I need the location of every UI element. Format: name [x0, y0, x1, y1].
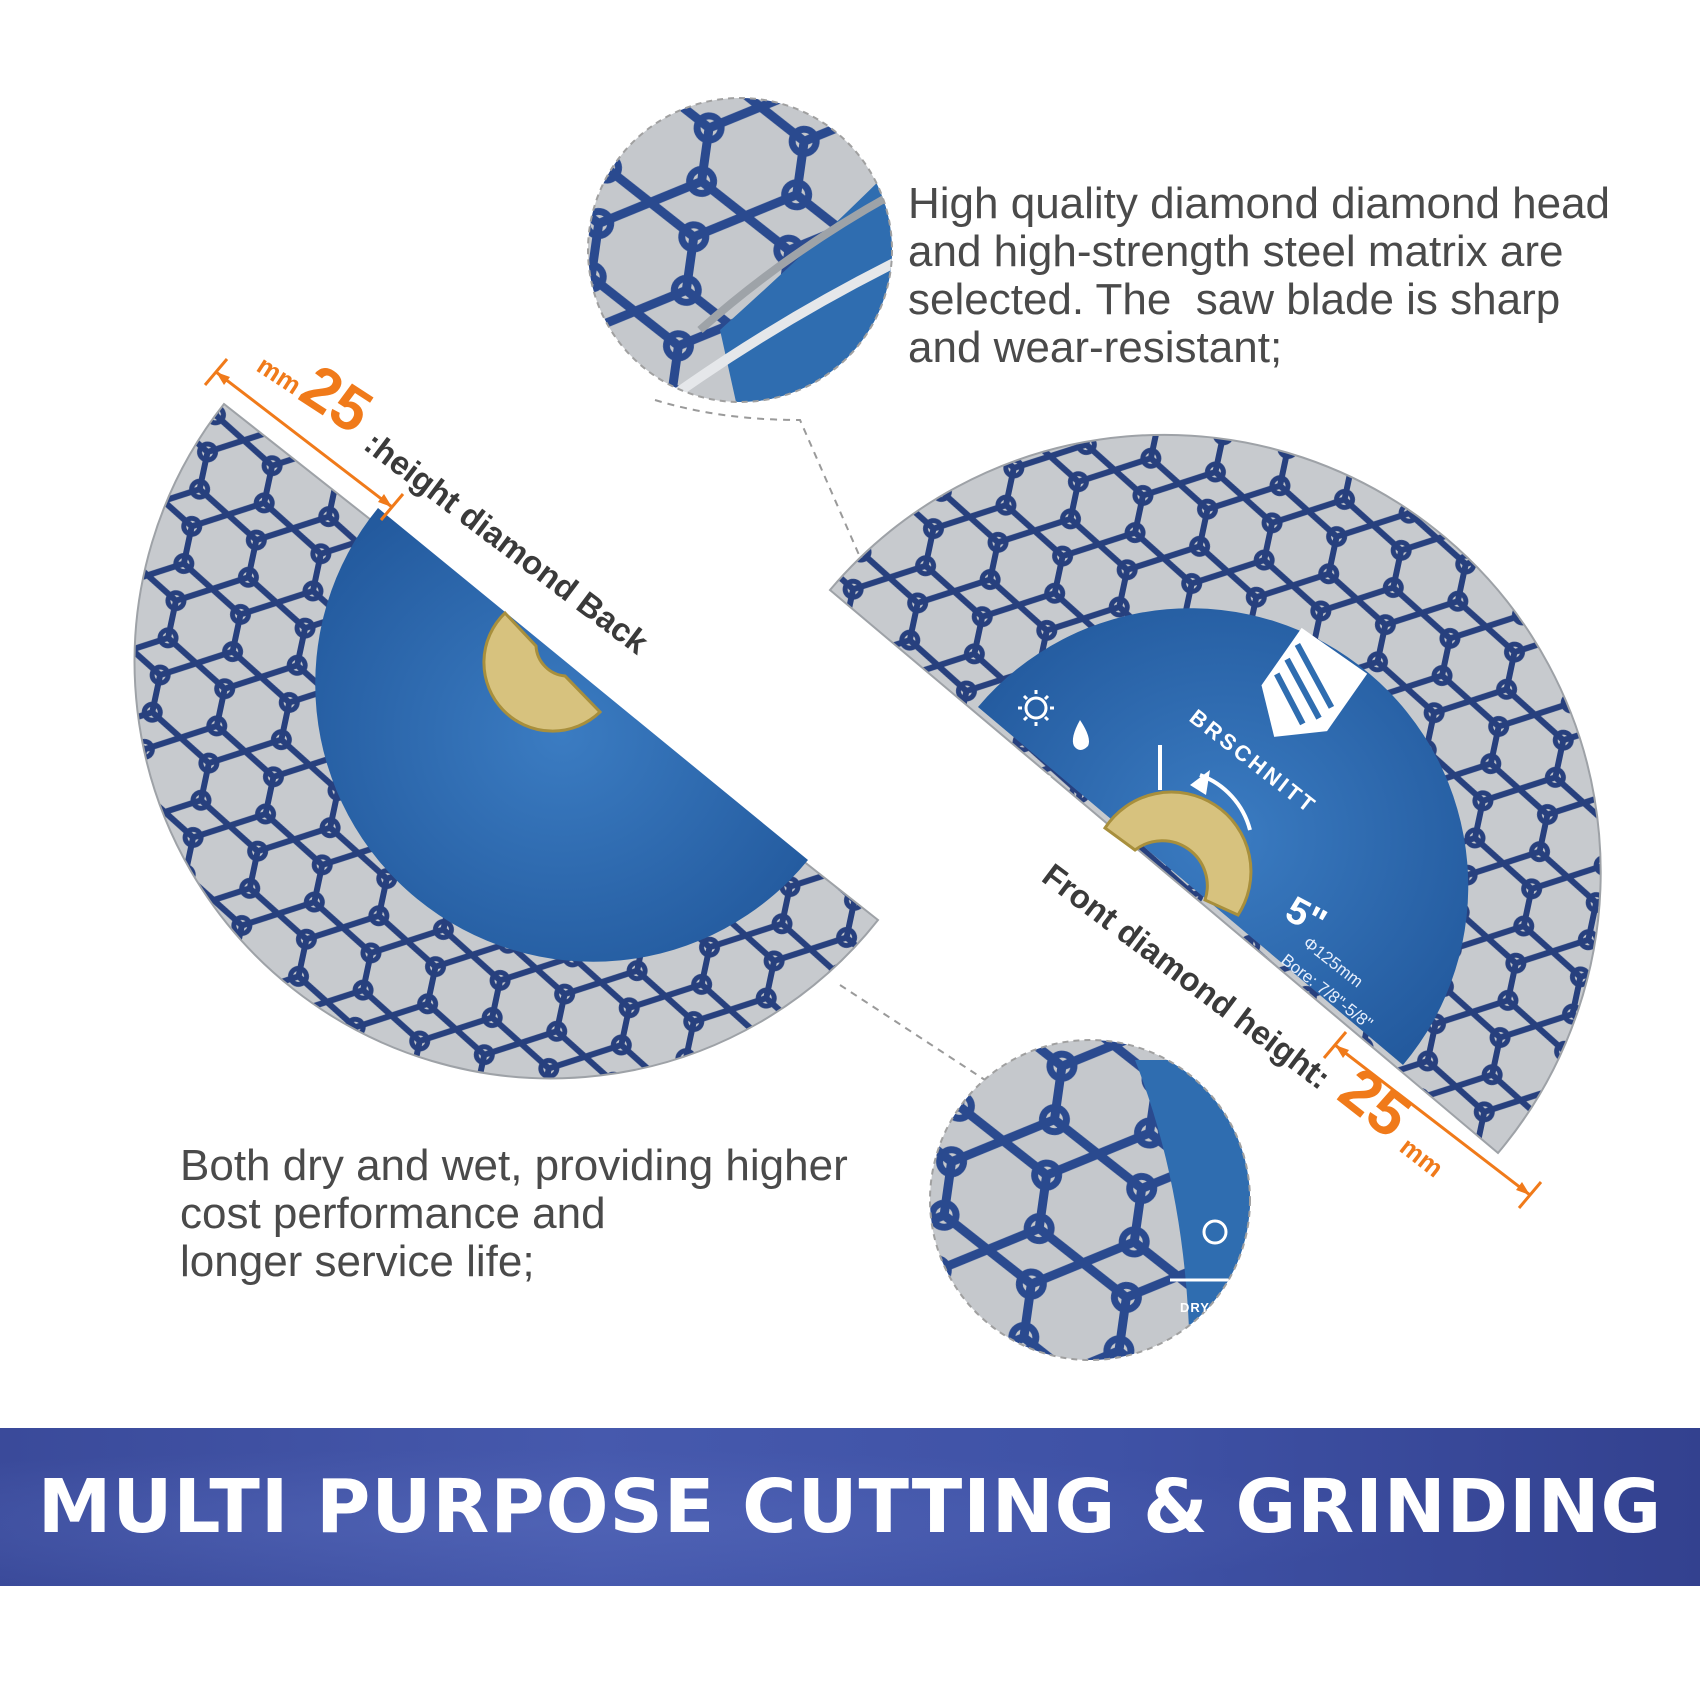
blade-back-half: [133, 402, 880, 1080]
zoom-circle-top: [587, 97, 893, 403]
water-drop-icon: [1072, 720, 1089, 750]
back-label-value: 25: [288, 352, 383, 447]
caption-top-line: and high-strength steel matrix are: [908, 227, 1564, 276]
caption-bottom-line: Both dry and wet, providing higher: [180, 1141, 848, 1190]
blade-front-half: [828, 433, 1602, 1155]
caption-bottom: Both dry and wet, providing higher cost …: [180, 1142, 848, 1286]
zoom-mark: DRY: [1180, 1300, 1210, 1315]
front-label-unit: mm: [1394, 1131, 1449, 1183]
connector-top: [654, 399, 871, 581]
caption-top-line: High quality diamond diamond head: [908, 179, 1611, 228]
banner-background: [0, 1428, 1700, 1586]
back-dimension-marker: [203, 358, 405, 521]
caption-bottom-line: longer service life;: [180, 1237, 535, 1286]
caption-top-line: selected. The saw blade is sharp: [908, 275, 1561, 324]
front-dimension-marker: [1322, 1031, 1543, 1209]
caption-bottom-line: cost performance and: [180, 1189, 606, 1238]
connector-bottom: [839, 984, 986, 1081]
zoom-circle-bottom: [929, 1039, 1251, 1361]
caption-top-line: and wear-resistant;: [908, 323, 1283, 372]
bottom-banner: MULTI PURPOSE CUTTING & GRINDING: [0, 1428, 1700, 1586]
banner-title: MULTI PURPOSE CUTTING & GRINDING: [37, 1464, 1663, 1550]
brand-logo-icon: [1261, 627, 1368, 737]
caption-top: High quality diamond diamond head and hi…: [908, 180, 1610, 372]
sun-icon: [1018, 690, 1054, 726]
